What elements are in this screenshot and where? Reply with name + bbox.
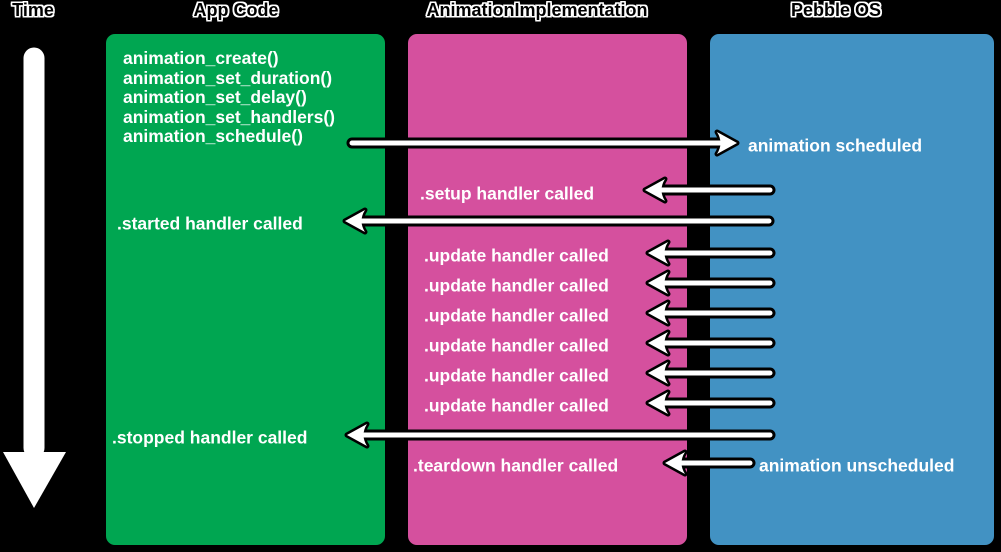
time-arrow <box>0 44 69 511</box>
api-call: animation_set_duration() <box>123 67 333 88</box>
stopped-handler-label: .stopped handler called <box>112 427 308 448</box>
time-header: Time <box>12 0 54 20</box>
update-handler-label: .update handler called <box>424 335 609 356</box>
api-call: animation_set_delay() <box>123 87 307 107</box>
animation-unscheduled-label: animation unscheduled <box>759 455 955 476</box>
update-handler-label: .update handler called <box>424 245 609 266</box>
teardown-handler-label: .teardown handler called <box>413 455 619 476</box>
pebble-os-box: animation scheduled animation unschedule… <box>707 31 997 548</box>
api-call: animation_create() <box>123 48 279 68</box>
animation-implementation-header: Animation Implementation <box>426 0 648 20</box>
api-call-list: animation_create() animation_set_duratio… <box>123 48 335 147</box>
api-call: animation_schedule() <box>123 126 303 146</box>
setup-handler-label: .setup handler called <box>420 183 595 204</box>
update-handler-label: .update handler called <box>424 305 609 326</box>
update-handler-label: .update handler called <box>424 395 609 416</box>
app-code-box: animation_create() animation_set_duratio… <box>103 31 388 548</box>
started-handler-label: .started handler called <box>117 213 303 234</box>
update-handler-label: .update handler called <box>424 365 609 386</box>
api-call: animation_set_handlers() <box>123 106 335 127</box>
update-handler-label: .update handler called <box>424 275 609 296</box>
animation-scheduled-label: animation scheduled <box>748 135 923 156</box>
app-code-header: App Code <box>193 0 279 20</box>
pebble-os-header: Pebble OS <box>790 0 882 20</box>
animation-implementation-box: .setup handler called .update handler ca… <box>405 31 690 548</box>
